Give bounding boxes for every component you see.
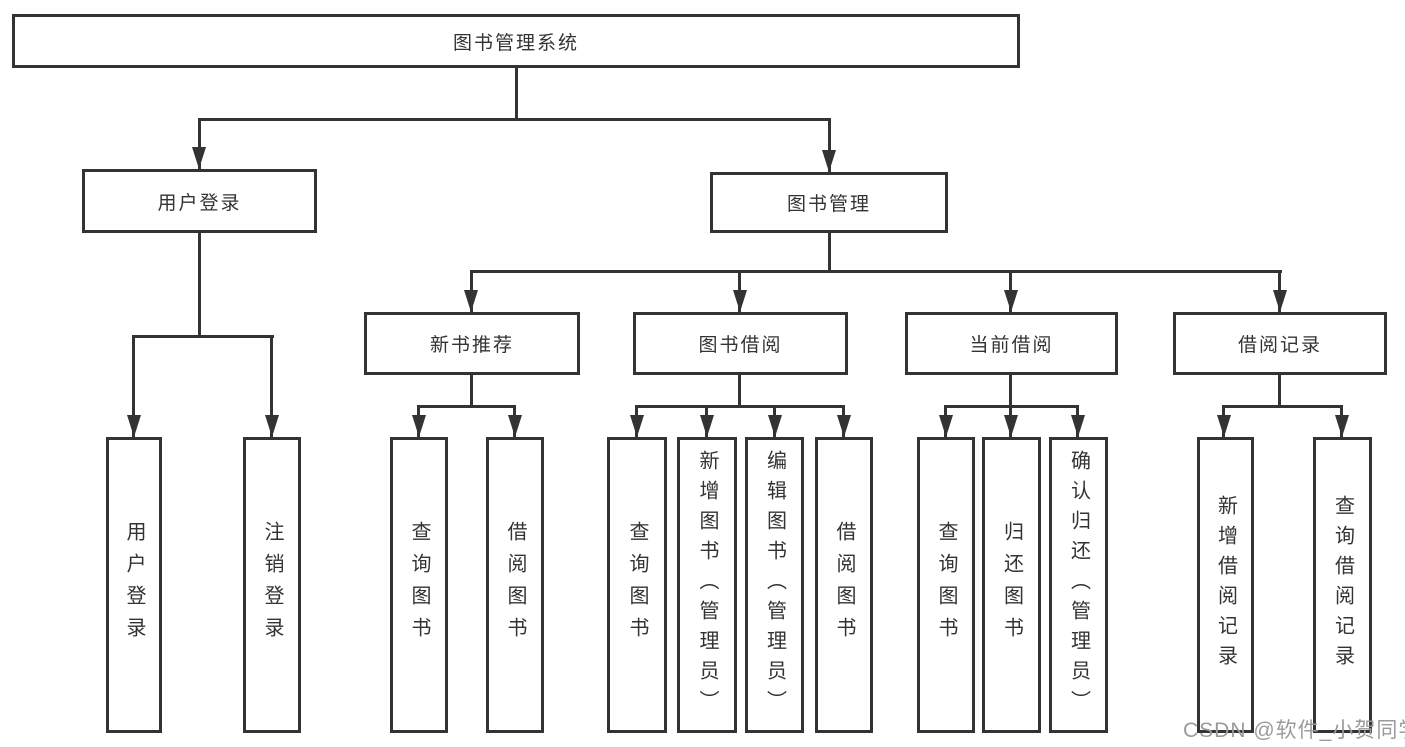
connector-new-book-elbow — [417, 405, 516, 408]
node-leaf-edit-book-admin: 编辑图书（管理员） — [745, 437, 804, 733]
node-leaf-user-login-label: 用户登录 — [123, 521, 145, 649]
node-leaf-return-books-label: 归还图书 — [1000, 521, 1023, 649]
connector-new-book-trunk — [470, 375, 473, 408]
arrow-into-add-book-icon — [700, 415, 714, 437]
csdn-watermark: CSDN @软件_小贺同学 — [1183, 719, 1405, 742]
node-leaf-add-book-admin: 新增图书（管理员） — [677, 437, 737, 733]
arrow-into-current-borrow-icon — [1004, 290, 1018, 312]
node-current-borrow-label: 当前借阅 — [969, 335, 1054, 356]
arrow-into-query-record-icon — [1335, 415, 1349, 437]
node-leaf-query-books-3-label: 查询图书 — [935, 521, 957, 649]
arrow-into-leaf-logout-icon — [265, 415, 279, 437]
node-book-management: 图书管理 — [710, 172, 948, 233]
connector-level2-elbow — [198, 118, 831, 121]
arrow-into-book-borrow-icon — [733, 290, 747, 312]
arrow-into-new-book-icon — [464, 290, 478, 312]
node-leaf-user-login: 用户登录 — [106, 437, 162, 733]
node-leaf-add-borrow-record: 新增借阅记录 — [1197, 437, 1254, 733]
node-leaf-borrow-books-1: 借阅图书 — [486, 437, 544, 733]
node-leaf-borrow-books-2: 借阅图书 — [815, 437, 873, 733]
node-leaf-query-books-2-label: 查询图书 — [626, 521, 648, 649]
node-leaf-logout: 注销登录 — [243, 437, 301, 733]
arrow-into-borrow-books-2-icon — [837, 415, 851, 437]
node-leaf-confirm-return-admin-label: 确认归还（管理员） — [1067, 450, 1090, 720]
arrow-into-return-books-icon — [1004, 415, 1018, 437]
connector-book-borrow-trunk — [738, 375, 741, 408]
connector-book-borrow-elbow — [635, 405, 845, 408]
node-leaf-query-books-3: 查询图书 — [917, 437, 975, 733]
connector-level3-elbow — [470, 270, 1282, 273]
connector-borrow-records-elbow — [1222, 405, 1343, 408]
arrow-into-user-login-icon — [192, 147, 206, 169]
connector-user-login-trunk — [198, 233, 201, 338]
node-leaf-query-borrow-record: 查询借阅记录 — [1313, 437, 1372, 733]
arrow-into-query-books-3-icon — [939, 415, 953, 437]
node-user-login-branch: 用户登录 — [82, 169, 317, 233]
node-user-login-branch-label: 用户登录 — [157, 192, 242, 214]
node-new-book-recommend: 新书推荐 — [364, 312, 580, 375]
node-leaf-query-borrow-record-label: 查询借阅记录 — [1331, 495, 1354, 675]
connector-root-trunk — [515, 68, 518, 120]
connector-borrow-records-trunk — [1278, 375, 1281, 408]
arrow-into-query-books-2-icon — [630, 415, 644, 437]
node-leaf-borrow-books-1-label: 借阅图书 — [504, 521, 526, 649]
node-leaf-return-books: 归还图书 — [982, 437, 1041, 733]
connector-stem-user-login — [198, 118, 201, 169]
node-book-borrow-label: 图书借阅 — [698, 335, 783, 356]
node-leaf-query-books-1-label: 查询图书 — [408, 521, 430, 649]
arrow-into-confirm-return-icon — [1071, 415, 1085, 437]
node-leaf-borrow-books-2-label: 借阅图书 — [833, 521, 855, 649]
node-leaf-query-books-2: 查询图书 — [607, 437, 667, 733]
node-book-borrow: 图书借阅 — [633, 312, 848, 375]
connector-stem-leaf-user-login — [132, 335, 135, 437]
arrow-into-add-record-icon — [1217, 415, 1231, 437]
node-leaf-query-books-1: 查询图书 — [390, 437, 448, 733]
arrow-into-query-books-1-icon — [412, 415, 426, 437]
node-leaf-edit-book-admin-label: 编辑图书（管理员） — [763, 450, 786, 720]
connector-user-login-elbow — [132, 335, 274, 338]
connector-current-borrow-trunk — [1009, 375, 1012, 408]
node-book-management-label: 图书管理 — [786, 194, 871, 215]
node-book-management-system-label: 图书管理系统 — [452, 32, 579, 54]
node-leaf-confirm-return-admin: 确认归还（管理员） — [1049, 437, 1108, 733]
node-book-management-system: 图书管理系统 — [12, 14, 1020, 68]
arrow-into-book-management-icon — [822, 150, 836, 172]
connector-stem-book-management — [828, 118, 831, 172]
connector-book-management-trunk — [828, 233, 831, 273]
arrow-into-borrow-books-1-icon — [508, 415, 522, 437]
arrow-into-borrow-records-icon — [1273, 290, 1287, 312]
node-leaf-add-book-admin-label: 新增图书（管理员） — [696, 450, 718, 720]
arrow-into-leaf-user-login-icon — [127, 415, 141, 437]
node-borrow-records: 借阅记录 — [1173, 312, 1387, 375]
node-current-borrow: 当前借阅 — [905, 312, 1118, 375]
node-leaf-add-borrow-record-label: 新增借阅记录 — [1214, 495, 1237, 675]
arrow-into-edit-book-icon — [768, 415, 782, 437]
node-new-book-recommend-label: 新书推荐 — [429, 335, 514, 356]
node-borrow-records-label: 借阅记录 — [1237, 335, 1322, 356]
node-leaf-logout-label: 注销登录 — [261, 521, 283, 649]
connector-stem-leaf-logout — [270, 335, 273, 437]
